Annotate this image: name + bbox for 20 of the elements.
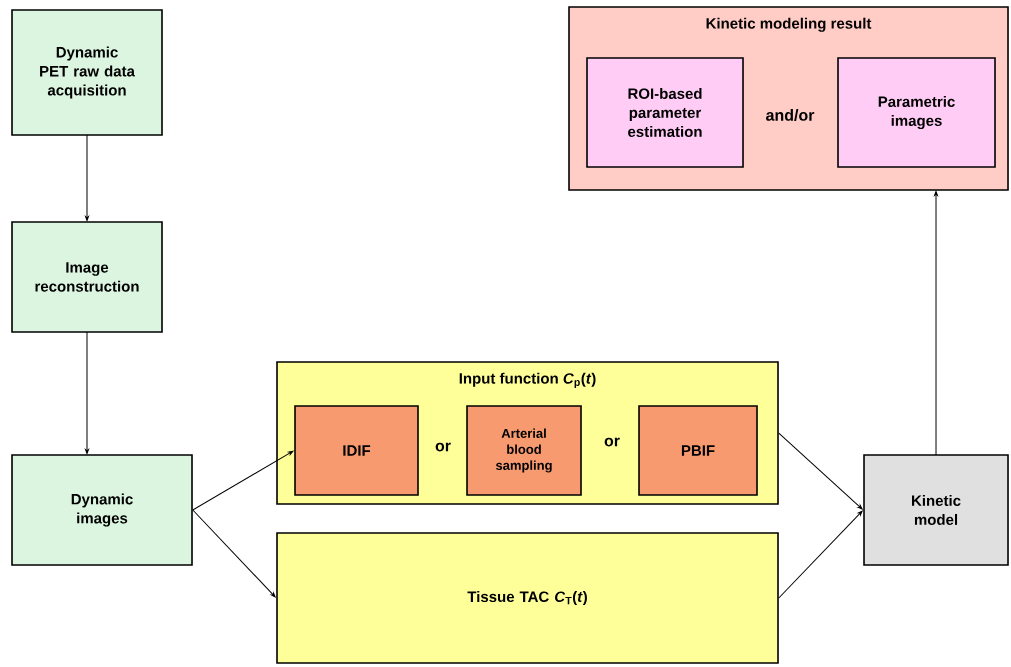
process-box: Dynamic PET raw data acquisition <box>11 9 163 136</box>
method-box: Arterial blood sampling <box>466 405 582 496</box>
arrow <box>85 134 89 221</box>
method-box: IDIF <box>294 405 419 496</box>
arrow <box>778 432 863 510</box>
connector-word: or <box>604 437 620 447</box>
result-box: ROI-based parameter estimation <box>586 57 744 168</box>
process-box: Kinetic model <box>863 454 1009 566</box>
process-box: Image reconstruction <box>11 221 163 333</box>
result-box: Parametric images <box>837 57 996 168</box>
arrow <box>192 450 294 511</box>
process-box: Dynamic images <box>11 454 193 566</box>
method-box: PBIF <box>638 405 758 496</box>
arrow <box>778 510 863 599</box>
connector-word: or <box>435 442 451 452</box>
connector-word: and/or <box>766 109 815 121</box>
arrow <box>934 191 938 456</box>
process-box: Tissue TAC C$_{T}$(t) <box>276 532 779 664</box>
arrow <box>192 509 276 598</box>
arrow <box>85 331 89 454</box>
